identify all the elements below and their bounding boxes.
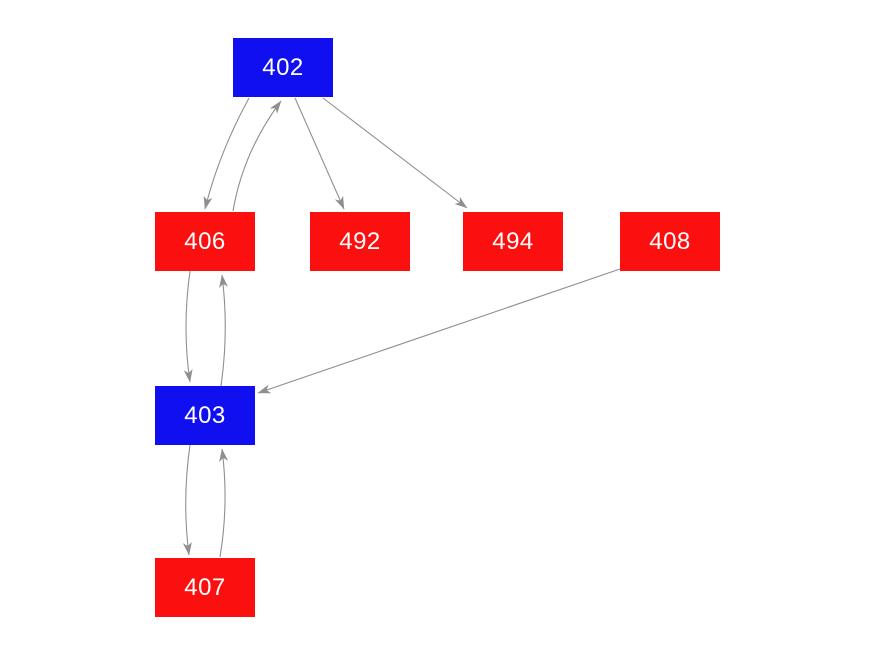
node-label-492: 492 xyxy=(339,227,381,255)
node-label-406: 406 xyxy=(184,227,226,255)
node-406: 406 xyxy=(155,212,255,271)
node-408: 408 xyxy=(620,212,720,271)
node-494: 494 xyxy=(463,212,563,271)
node-label-403: 403 xyxy=(184,401,226,429)
node-label-408: 408 xyxy=(649,227,691,255)
node-label-402: 402 xyxy=(262,53,304,81)
node-407: 407 xyxy=(155,558,255,617)
node-402: 402 xyxy=(233,38,333,97)
node-403: 403 xyxy=(155,386,255,445)
node-label-407: 407 xyxy=(184,573,226,601)
node-492: 492 xyxy=(310,212,410,271)
node-label-494: 494 xyxy=(492,227,534,255)
